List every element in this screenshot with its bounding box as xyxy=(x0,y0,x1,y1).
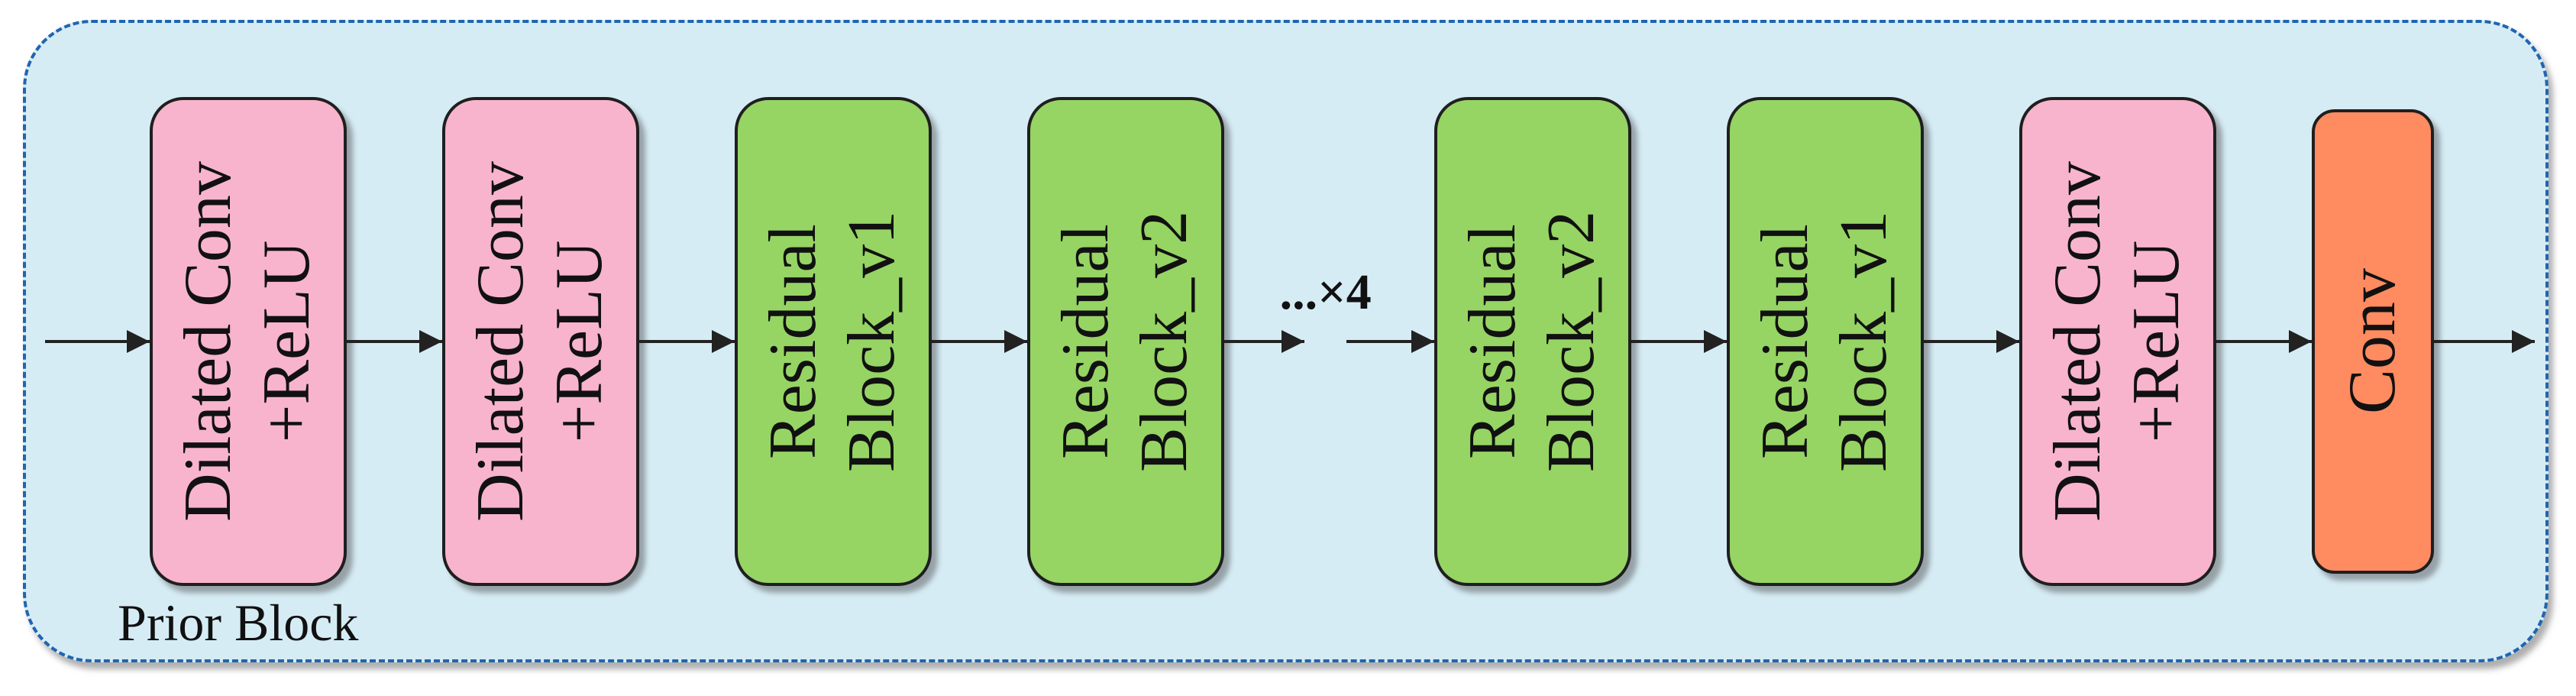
blocks-row: Dilated Conv +ReLU Dilated Conv +ReLU Re… xyxy=(26,23,2545,659)
block-label: Residual Block_v2 xyxy=(1456,210,1609,472)
block-dilated-conv-relu-3: Dilated Conv +ReLU xyxy=(2019,96,2216,586)
block-residual-v1-b: Residual Block_v1 xyxy=(1727,96,1924,586)
block-label: Dilated Conv +ReLU xyxy=(464,160,616,522)
block-dilated-conv-relu-1: Dilated Conv +ReLU xyxy=(150,96,347,586)
connector-arrow-1 xyxy=(347,339,442,343)
block-residual-v2-b: Residual Block_v2 xyxy=(1434,96,1631,586)
block-label: Residual Block_v1 xyxy=(1748,210,1902,472)
repeat-out-arrow xyxy=(1224,339,1304,343)
connector-arrow-4 xyxy=(1631,339,1727,343)
connector-arrow-2 xyxy=(639,339,735,343)
block-label: Residual Block_v1 xyxy=(756,210,910,472)
block-conv: Conv xyxy=(2312,108,2434,574)
connector-arrow-3 xyxy=(932,339,1027,343)
block-label: Conv xyxy=(2335,268,2410,414)
block-label: Dilated Conv +ReLU xyxy=(171,160,324,522)
connector-arrow-5 xyxy=(1924,339,2019,343)
prior-block-container: Dilated Conv +ReLU Dilated Conv +ReLU Re… xyxy=(23,20,2549,662)
block-residual-v1-a: Residual Block_v1 xyxy=(735,96,932,586)
prior-block-label: Prior Block xyxy=(118,594,359,652)
block-label: Dilated Conv +ReLU xyxy=(2041,160,2193,522)
repeat-section: ...×4 xyxy=(1224,23,1434,659)
block-residual-v2-a: Residual Block_v2 xyxy=(1027,96,1224,586)
connector-arrow-6 xyxy=(2216,339,2312,343)
block-label: Residual Block_v2 xyxy=(1049,210,1202,472)
repeat-gap-arrows xyxy=(1224,339,1434,343)
repeat-in-arrow xyxy=(1346,339,1434,343)
input-arrow xyxy=(45,339,150,343)
block-dilated-conv-relu-2: Dilated Conv +ReLU xyxy=(442,96,639,586)
repeat-times-label: ...×4 xyxy=(1279,264,1372,320)
output-arrow xyxy=(2434,339,2535,343)
